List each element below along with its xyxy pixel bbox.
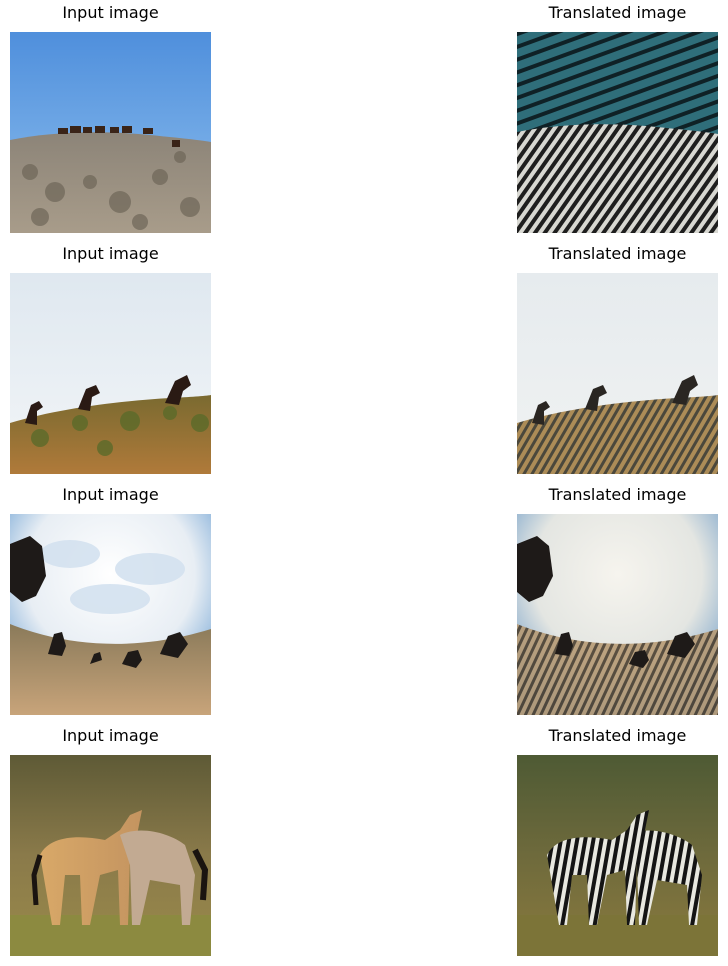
input-photo-two-horses-nuzzling	[10, 755, 211, 956]
translated-image-title: Translated image	[548, 485, 687, 504]
translated-photo-zebra-herd-hilltop	[517, 32, 718, 233]
translated-photo-zebra-silhouettes-ridge	[517, 273, 718, 474]
input-image-title: Input image	[62, 244, 159, 263]
translated-image-title: Translated image	[548, 3, 687, 22]
input-image-title: Input image	[62, 3, 159, 22]
translated-photo-zebras-grazing	[517, 755, 718, 956]
input-photo-horse-silhouettes-ridge	[10, 273, 211, 474]
input-photo-fisheye-horses-slope	[10, 514, 211, 715]
input-image-title: Input image	[62, 726, 159, 745]
translated-image-title: Translated image	[548, 244, 687, 263]
input-photo-horses-herd-hilltop	[10, 32, 211, 233]
input-image-title: Input image	[62, 485, 159, 504]
translated-photo-fisheye-zebra-slope	[517, 514, 718, 715]
translated-image-title: Translated image	[548, 726, 687, 745]
